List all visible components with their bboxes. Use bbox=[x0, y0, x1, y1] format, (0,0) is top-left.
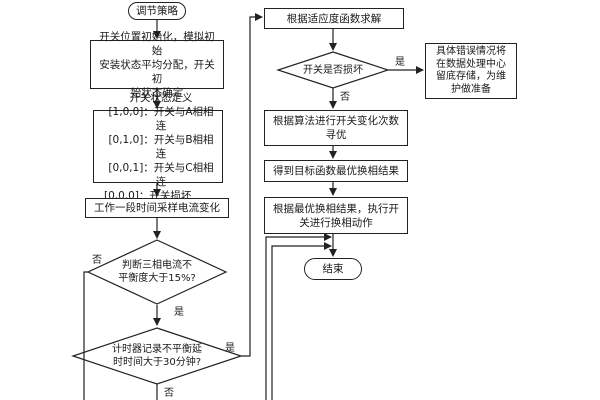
label-no-timer: 否 bbox=[164, 388, 174, 399]
end-terminal: 结束 bbox=[304, 258, 362, 280]
solve-label: 根据适应度函数求解 bbox=[286, 12, 382, 25]
error-note-line-1: 具体错误情况将 bbox=[436, 46, 506, 57]
error-note-line-3: 留底存储，为维 bbox=[436, 71, 506, 82]
result-label: 得到目标函数最优换相结果 bbox=[273, 165, 399, 177]
edge-timer-yes bbox=[241, 13, 263, 357]
decision-unbalance-text: 判断三相电流不 平衡度大于15%? bbox=[103, 256, 211, 288]
state-def-line-3: [0,0,1]：开关与C相相连 bbox=[108, 161, 214, 188]
decision-unbalance-shape bbox=[86, 239, 228, 305]
init-box: 开关位置初始化，模拟初始 安装状态平均分配，开关初 始状态确定 bbox=[90, 31, 224, 99]
start-terminal: 调节策略 bbox=[128, 2, 186, 20]
error-note-box: 具体错误情况将 在数据处理中心 留底存储，为维 护做准备 bbox=[425, 43, 517, 99]
init-line-3: 始状态确定 bbox=[130, 86, 184, 99]
sample-label: 工作一段时间采样电流变化 bbox=[94, 202, 220, 214]
label-yes-unbalance: 是 bbox=[174, 307, 184, 318]
error-note-line-4: 护做准备 bbox=[451, 83, 491, 95]
label-yes-broken: 是 bbox=[395, 57, 405, 68]
sample-box: 工作一段时间采样电流变化 bbox=[85, 198, 229, 218]
edge-return-loop-2 bbox=[271, 242, 332, 400]
decision-broken-label: 开关是否损坏 bbox=[303, 64, 363, 76]
start-label: 调节策略 bbox=[136, 5, 178, 17]
state-def-box: 开关状态定义 [1,0,0]：开关与A相相连 [0,1,0]：开关与B相相连 [… bbox=[93, 92, 223, 202]
edge-return-loop-1 bbox=[265, 233, 332, 400]
label-no-unbalance: 否 bbox=[92, 255, 102, 266]
label-no-broken: 否 bbox=[340, 92, 350, 103]
optimize-line-1: 根据算法进行开关变化次数 bbox=[273, 115, 399, 127]
solve-box: 根据适应度函数求解 bbox=[264, 8, 404, 29]
decision-broken-text: 开关是否损坏 bbox=[290, 62, 376, 78]
state-def-title: 开关状态定义 bbox=[129, 91, 193, 104]
end-label: 结束 bbox=[322, 263, 344, 275]
result-box: 得到目标函数最优换相结果 bbox=[264, 160, 408, 182]
optimize-line-2: 寻优 bbox=[325, 129, 347, 141]
decision-timer-text: 计时器记录不平衡延 时时间大于30分钟? bbox=[95, 340, 219, 372]
error-note-line-2: 在数据处理中心 bbox=[436, 58, 506, 70]
execute-line-2: 关进行换相动作 bbox=[299, 216, 373, 229]
execute-box: 根据最优换相结果，执行开 关进行换相动作 bbox=[264, 197, 408, 234]
init-line-2: 安装状态平均分配，开关初 bbox=[99, 58, 215, 85]
execute-line-1: 根据最优换相结果，执行开 bbox=[273, 202, 399, 215]
edge-unbalance-no bbox=[83, 271, 88, 400]
decision-unbalance-line-1: 判断三相电流不 bbox=[122, 260, 192, 271]
optimize-box: 根据算法进行开关变化次数 寻优 bbox=[264, 110, 408, 146]
state-def-line-1: [1,0,0]：开关与A相相连 bbox=[108, 105, 214, 132]
init-line-1: 开关位置初始化，模拟初始 bbox=[99, 30, 215, 57]
decision-timer-line-1: 计时器记录不平衡延 bbox=[112, 344, 202, 355]
decision-timer-line-2: 时时间大于30分钟? bbox=[112, 357, 202, 368]
label-yes-timer: 是 bbox=[225, 343, 235, 354]
decision-unbalance-line-2: 平衡度大于15%? bbox=[118, 273, 196, 284]
state-def-line-2: [0,1,0]：开关与B相相连 bbox=[108, 133, 214, 160]
